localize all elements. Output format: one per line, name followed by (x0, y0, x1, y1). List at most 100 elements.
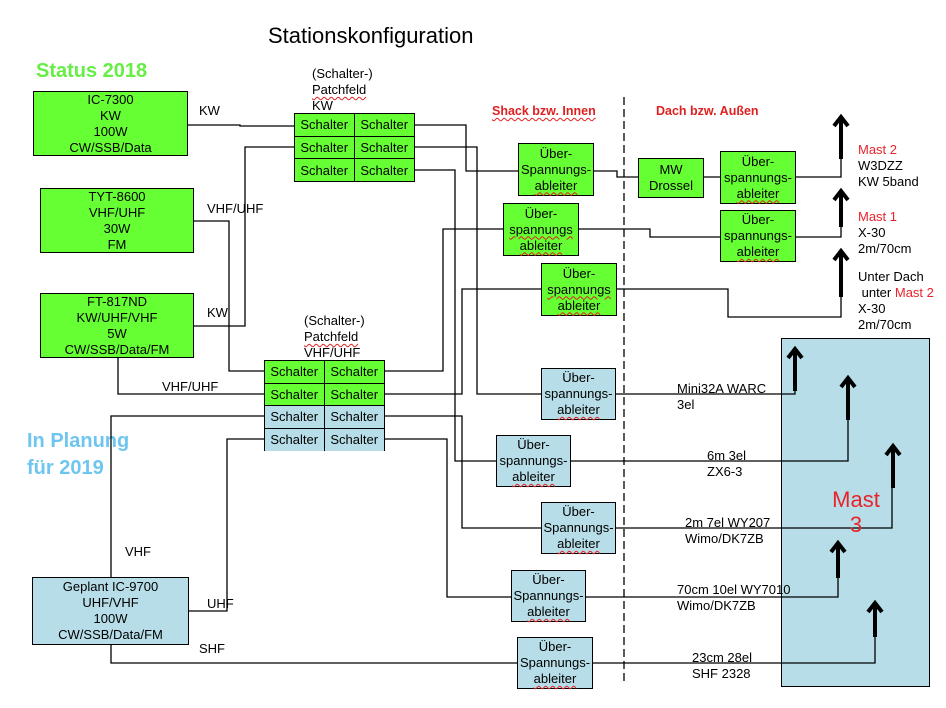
antenna-label-70cm: 70cm 10el WY7010 Wimo/DK7ZB (677, 582, 790, 614)
radio-line: TYT-8600 (88, 188, 146, 204)
wire-mini32a (615, 391, 796, 395)
antenna-line: 6m 3el (707, 448, 747, 463)
wire-arrester3-underroof (617, 288, 842, 318)
antenna-label-6m: 6m 3el ZX6-3 (707, 448, 746, 480)
switch-cell[interactable]: Schalter (324, 383, 384, 406)
antenna-mast2-icon (832, 113, 850, 159)
switch-cell[interactable]: Schalter (295, 136, 355, 159)
arrester-line: Über- (539, 145, 573, 161)
choke-line: MW (659, 162, 683, 177)
mw-choke: MW Drossel (638, 158, 704, 198)
switch-cell[interactable]: Schalter (324, 406, 384, 429)
radio-line: IC-7300 (87, 91, 134, 107)
surge-arrester-kw: Über- Spannungs- ableiter (518, 143, 594, 196)
surge-arrester-roof-mast1: Über- spannungs- ableiter (720, 210, 796, 262)
arrester-line: Über- (562, 504, 595, 519)
wire-patchvu-row2 (384, 288, 541, 395)
antenna-line: unter Mast 2 (858, 285, 934, 301)
patchfield-label-line: (Schalter-) (312, 66, 373, 81)
radio-line: FM (107, 236, 127, 252)
switch-cell[interactable]: Schalter (295, 159, 355, 182)
zone-label-shack: Shack bzw. Innen (492, 104, 596, 118)
antenna-label-mast1: Mast 1 X-30 2m/70cm (858, 209, 911, 257)
surge-arrester-2m: Über- Spannungs- ableiter (541, 502, 616, 554)
wire-arrester2-arrester5 (578, 228, 720, 238)
wire-ic7300-patch-kw (188, 124, 294, 127)
arrester-line: ableiter (533, 671, 577, 686)
arrester-line: Über- (538, 639, 572, 654)
wire-ic9700-shf (110, 645, 517, 664)
antenna-line: X-30 (858, 225, 886, 240)
arrester-line: spannungs- (724, 169, 792, 185)
radio-line: 30W (103, 220, 131, 236)
switch-cell[interactable]: Schalter (324, 428, 384, 451)
wire-patchvu-row1 (384, 228, 503, 372)
zone-label-roof: Dach bzw. Außen (656, 104, 759, 118)
antenna-mini32a-icon (786, 345, 804, 391)
antenna-mast1-icon (832, 187, 850, 227)
antenna-line: Mini32A WARC (677, 381, 767, 396)
antenna-6m-icon (839, 374, 857, 420)
antenna-70cm-icon (829, 539, 847, 578)
antenna-line: Unter Dach (858, 269, 924, 284)
radio-line: KW (100, 107, 121, 123)
arrester-line: ableiter (534, 177, 578, 193)
radio-line: UHF/VHF (82, 595, 139, 610)
radio-ic9700-planned: Geplant IC-9700 UHF/VHF 100W CW/SSB/Data… (32, 577, 189, 645)
surge-arrester-mini32a: Über- spannungs- ableiter (541, 368, 616, 420)
radio-tyt8600: TYT-8600 VHF/UHF 30W FM (40, 188, 194, 253)
switch-cell[interactable]: Schalter (295, 114, 355, 137)
link-label-kw: KW (199, 103, 220, 118)
antenna-line: 2m/70cm (858, 241, 912, 256)
arrester-line: Über- (562, 370, 595, 385)
arrester-line: ableiter (512, 469, 555, 484)
radio-ic7300: IC-7300 KW 100W CW/SSB/Data (33, 91, 188, 156)
wire-arrester1-choke (593, 170, 638, 178)
patchfield-label-line: KW (312, 98, 333, 113)
link-label-uhf: UHF (207, 596, 234, 611)
wire-23cm (592, 637, 876, 664)
mast-name: Mast 2 (894, 285, 934, 300)
arrester-line: ableiter (557, 536, 600, 551)
arrester-line: ableiter (557, 297, 601, 313)
wire-ic9700-vhf (110, 415, 264, 577)
antenna-label-mini32a: Mini32A WARC 3el (677, 381, 766, 413)
arrester-line: spannungs (547, 281, 611, 297)
arrester-line: Über- (532, 572, 565, 587)
surge-arrester-6m: Über- spannungs- ableiter (496, 435, 571, 487)
arrester-line: Über- (562, 265, 596, 281)
wire-tyt-patch-vhfuhf (194, 220, 264, 372)
switch-cell[interactable]: Schalter (265, 406, 325, 429)
mast-name: Mast 1 (858, 209, 898, 224)
radio-line: 5W (107, 325, 127, 341)
antenna-line: Wimo/DK7ZB (677, 598, 756, 613)
surge-arrester-70cm: Über- Spannungs- ableiter (511, 570, 586, 622)
patchfield-kw-label: (Schalter-) Patchfeld KW (312, 66, 373, 114)
switch-cell[interactable]: Schalter (354, 114, 414, 137)
radio-line: CW/SSB/Data (69, 139, 152, 155)
switch-cell[interactable]: Schalter (360, 162, 409, 178)
wire-6m (571, 420, 849, 462)
switch-cell[interactable]: Schalter (324, 361, 384, 384)
arrester-line: ableiter (527, 604, 570, 619)
antenna-label-23cm: 23cm 28el SHF 2328 (692, 650, 752, 682)
mast3-label-line: Mast (832, 487, 880, 512)
antenna-label-underroof: Unter Dach unter Mast 2 X-30 2m/70cm (858, 269, 934, 333)
arrester-line: Über- (741, 212, 775, 227)
arrester-line: Spannungs- (513, 588, 584, 603)
switch-cell[interactable]: Schalter (265, 361, 325, 384)
switch-cell[interactable]: Schalter (265, 428, 325, 451)
patchfield-label-line: Patchfeld (312, 82, 367, 97)
arrester-line: ableiter (557, 402, 600, 417)
surge-arrester-roof-mast2: Über- spannungs- ableiter (720, 151, 796, 204)
antenna-2m-icon (884, 442, 902, 488)
radio-line: 100W (93, 611, 128, 626)
antenna-line: 23cm 28el (692, 650, 752, 665)
patchfield-label-line: VHF/UHF (304, 345, 361, 360)
switch-cell[interactable]: Schalter (265, 383, 325, 406)
radio-line: VHF/UHF (88, 204, 146, 220)
link-label-vhfuhf: VHF/UHF (162, 379, 219, 394)
arrester-line: spannungs (509, 221, 573, 237)
switch-cell[interactable]: Schalter (354, 137, 414, 159)
